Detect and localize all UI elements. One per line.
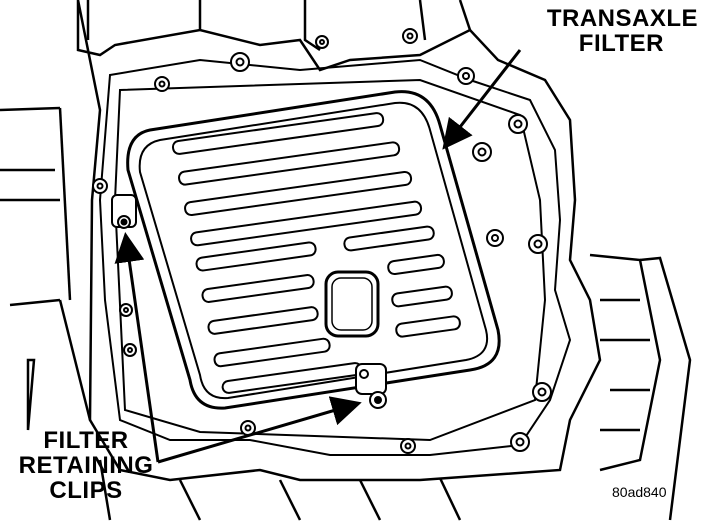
bolt-heads bbox=[92, 28, 552, 454]
bolt-head-icon bbox=[123, 343, 137, 357]
callout-line: FILTER bbox=[43, 427, 129, 454]
bolt-head-icon bbox=[400, 438, 416, 454]
bolt-head-icon bbox=[508, 114, 528, 134]
retaining-clip-left bbox=[111, 194, 137, 229]
bolt-head-icon bbox=[472, 142, 492, 162]
bolt-head-icon bbox=[510, 432, 530, 452]
filter-inlet bbox=[324, 270, 380, 338]
figure-code: 80ad840 bbox=[612, 484, 667, 500]
bolt-head-icon bbox=[315, 35, 329, 49]
callout-line: TRANSAXLE bbox=[546, 5, 698, 32]
callout-line: RETAINING bbox=[18, 452, 154, 480]
filter-retaining-clips-callout: FILTER RETAINING CLIPS bbox=[6, 428, 166, 504]
leader-arrow-icon bbox=[442, 49, 522, 150]
filter-ribs bbox=[171, 112, 461, 394]
valve-body-gasket bbox=[98, 58, 572, 456]
bolt-head-icon bbox=[457, 67, 475, 85]
bolt-head-icon bbox=[486, 229, 504, 247]
leader-lines bbox=[114, 49, 522, 464]
bolt-head-icon bbox=[154, 76, 170, 92]
callout-line: FILTER bbox=[578, 30, 664, 58]
leader-arrow-icon bbox=[157, 396, 362, 464]
bolt-head-icon bbox=[240, 420, 256, 436]
bolt-head-icon bbox=[528, 234, 548, 254]
bolt-head-icon bbox=[119, 303, 133, 317]
transaxle-filter-callout: TRANSAXLE FILTER bbox=[498, 5, 698, 58]
leader-arrow-icon bbox=[114, 232, 160, 463]
retaining-clip-right bbox=[355, 363, 387, 409]
bolt-head-icon bbox=[402, 28, 418, 44]
bolt-head-icon bbox=[532, 382, 552, 402]
bolt-head-icon bbox=[92, 178, 108, 194]
bolt-head-icon bbox=[230, 52, 250, 72]
callout-line: CLIPS bbox=[49, 477, 123, 505]
